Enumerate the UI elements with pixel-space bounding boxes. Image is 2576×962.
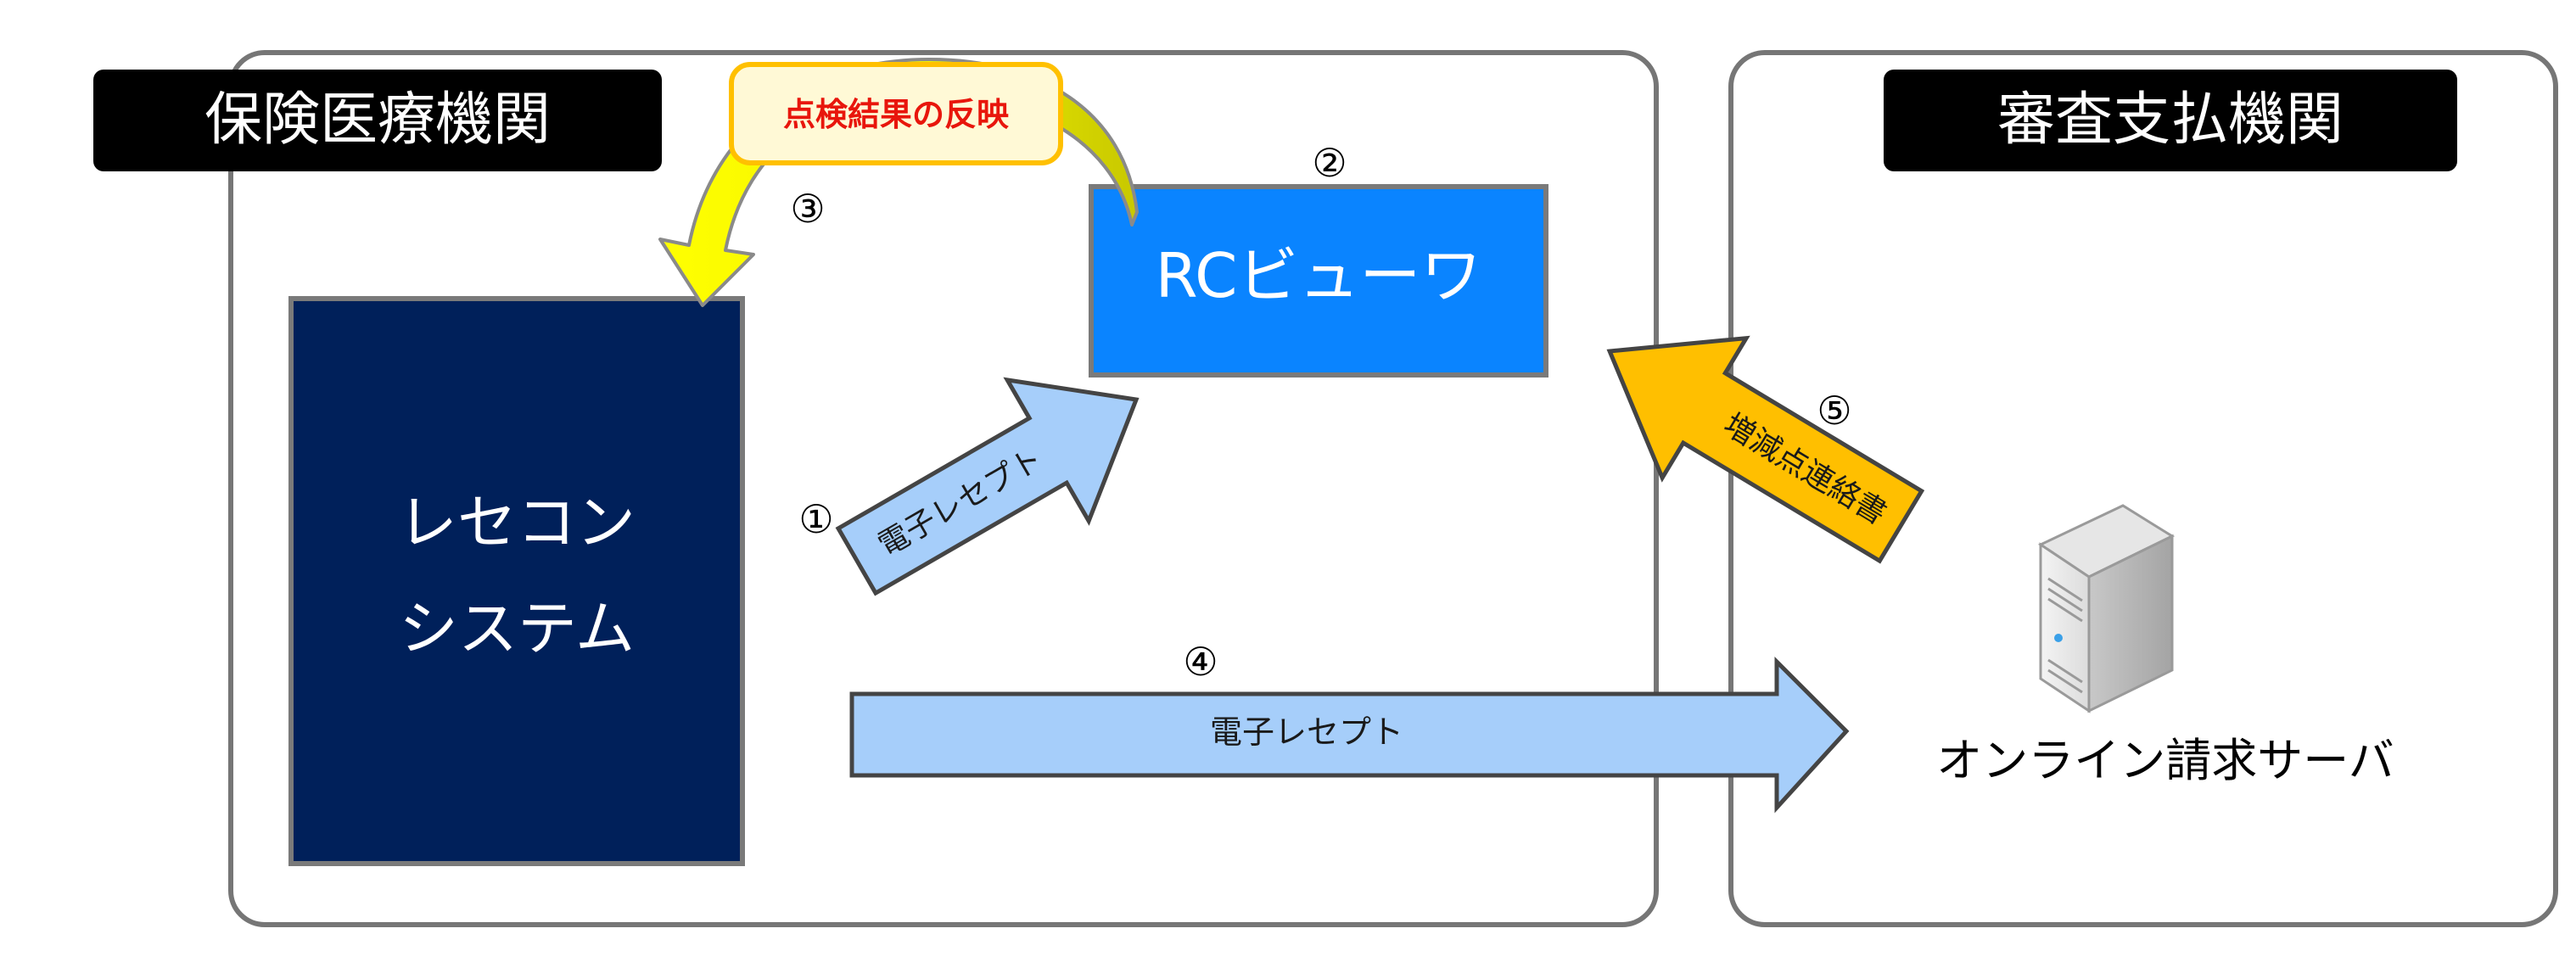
receipt-system-label-line2: システム	[399, 594, 635, 663]
step-5-marker: ⑤	[1817, 388, 1851, 433]
receipt-system-box	[288, 296, 745, 866]
server-icon	[2037, 504, 2176, 713]
medical-institution-title: 保険医療機関	[204, 87, 551, 154]
e-receipt-to-server-arrow	[849, 656, 1850, 814]
step-2-marker: ②	[1312, 140, 1347, 186]
medical-institution-title-box	[93, 70, 662, 171]
online-claims-server-label: オンライン請求サーバ	[1936, 734, 2394, 787]
step-3-marker: ③	[790, 186, 825, 232]
review-organization-title: 審査支払機関	[1997, 87, 2344, 154]
e-receipt-horizontal-label: 電子レセプト	[1210, 713, 1403, 751]
rc-viewer-label: RCビューワ	[1156, 240, 1482, 311]
step-1-marker: ①	[798, 496, 833, 542]
reflect-results-callout-label: 点検結果の反映	[783, 96, 1009, 133]
reflect-results-callout	[729, 62, 1063, 165]
adjustment-notice-arrow	[1606, 335, 1925, 564]
review-organization-title-box	[1884, 70, 2457, 171]
rc-viewer-box	[1089, 184, 1548, 378]
review-organization-panel	[1728, 50, 2558, 927]
step-4-marker: ④	[1183, 639, 1218, 685]
receipt-system-label-line1: レセコン	[398, 488, 636, 557]
